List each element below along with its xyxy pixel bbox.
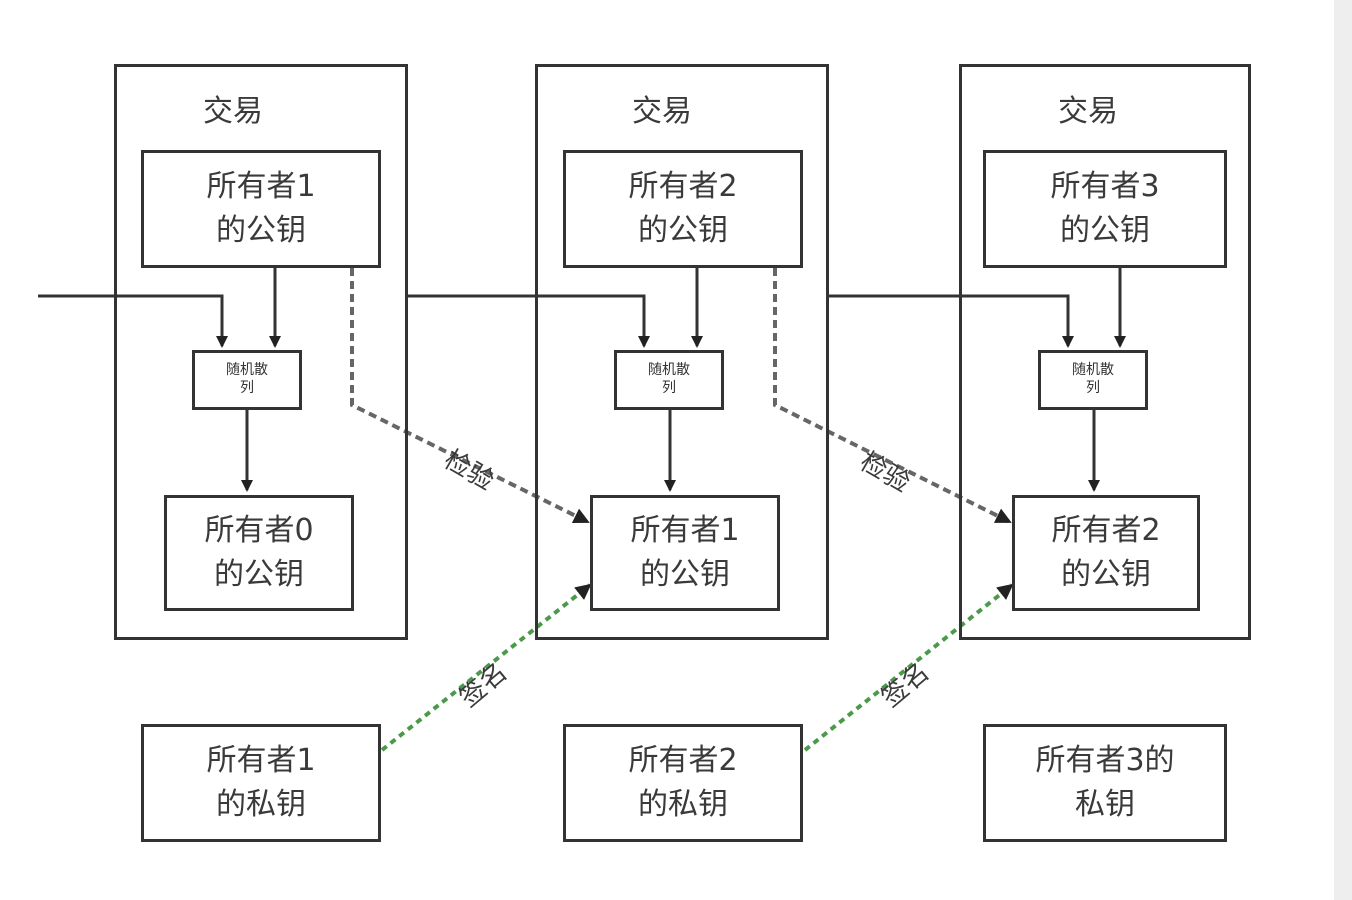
owner2-public-key-line1: 所有者2 xyxy=(628,169,738,204)
page-edge xyxy=(1334,0,1352,900)
owner0-public-key-line1: 所有者0 xyxy=(204,513,314,548)
owner1-public-key-box: 所有者1 的公钥 xyxy=(141,150,381,268)
random-hash-box-1: 随机散 列 xyxy=(192,350,302,410)
owner1-private-key-box: 所有者1 的私钥 xyxy=(141,724,381,842)
owner2-public-key-prev-box: 所有者2 的公钥 xyxy=(1012,495,1200,611)
owner3-private-key-line1: 所有者3的 xyxy=(1035,743,1175,778)
owner2-private-key-line2: 的私钥 xyxy=(638,787,728,822)
owner3-private-key-box: 所有者3的 私钥 xyxy=(983,724,1227,842)
random-hash-1-line1: 随机散 xyxy=(226,362,268,378)
owner3-public-key-line1: 所有者3 xyxy=(1050,169,1160,204)
sign-arrow-1 xyxy=(380,583,592,752)
owner1-public-key-line1: 所有者1 xyxy=(206,169,316,204)
owner2-private-key-line1: 所有者2 xyxy=(628,743,738,778)
sign-arrow-2 xyxy=(803,583,1014,752)
owner2-prev-public-key-line2: 的公钥 xyxy=(1061,557,1151,592)
transaction-3-title: 交易 xyxy=(1058,94,1118,129)
random-hash-2-line1: 随机散 xyxy=(648,362,690,378)
random-hash-box-3: 随机散 列 xyxy=(1038,350,1148,410)
owner1-public-key-line2: 的公钥 xyxy=(216,213,306,248)
owner1-private-key-line2: 的私钥 xyxy=(216,787,306,822)
owner2-public-key-line2: 的公钥 xyxy=(638,213,728,248)
transaction-1-title: 交易 xyxy=(203,94,263,129)
transaction-1 xyxy=(114,64,408,640)
owner1-private-key-line1: 所有者1 xyxy=(206,743,316,778)
owner0-public-key-line2: 的公钥 xyxy=(214,557,304,592)
owner2-public-key-box: 所有者2 的公钥 xyxy=(563,150,803,268)
random-hash-1-line2: 列 xyxy=(240,380,254,396)
verify-arrow-1 xyxy=(350,268,590,524)
random-hash-3-line2: 列 xyxy=(1086,380,1100,396)
random-hash-2-line2: 列 xyxy=(662,380,676,396)
owner2-prev-public-key-line1: 所有者2 xyxy=(1051,513,1161,548)
owner3-public-key-line2: 的公钥 xyxy=(1060,213,1150,248)
owner3-public-key-box: 所有者3 的公钥 xyxy=(983,150,1227,268)
transaction-2 xyxy=(535,64,829,640)
owner0-public-key-box: 所有者0 的公钥 xyxy=(164,495,354,611)
owner1-public-key-prev-box: 所有者1 的公钥 xyxy=(590,495,780,611)
random-hash-3-line1: 随机散 xyxy=(1072,362,1114,378)
owner1-prev-public-key-line2: 的公钥 xyxy=(640,557,730,592)
transaction-3 xyxy=(959,64,1251,640)
owner3-private-key-line2: 私钥 xyxy=(1075,787,1135,822)
random-hash-box-2: 随机散 列 xyxy=(614,350,724,410)
owner2-private-key-box: 所有者2 的私钥 xyxy=(563,724,803,842)
chain-link-in-2 xyxy=(408,294,650,348)
chain-link-in-3 xyxy=(828,294,1074,348)
verify-arrow-2 xyxy=(773,268,1012,524)
transaction-2-title: 交易 xyxy=(632,94,692,129)
chain-link-in-1 xyxy=(38,294,228,348)
owner1-prev-public-key-line1: 所有者1 xyxy=(630,513,740,548)
